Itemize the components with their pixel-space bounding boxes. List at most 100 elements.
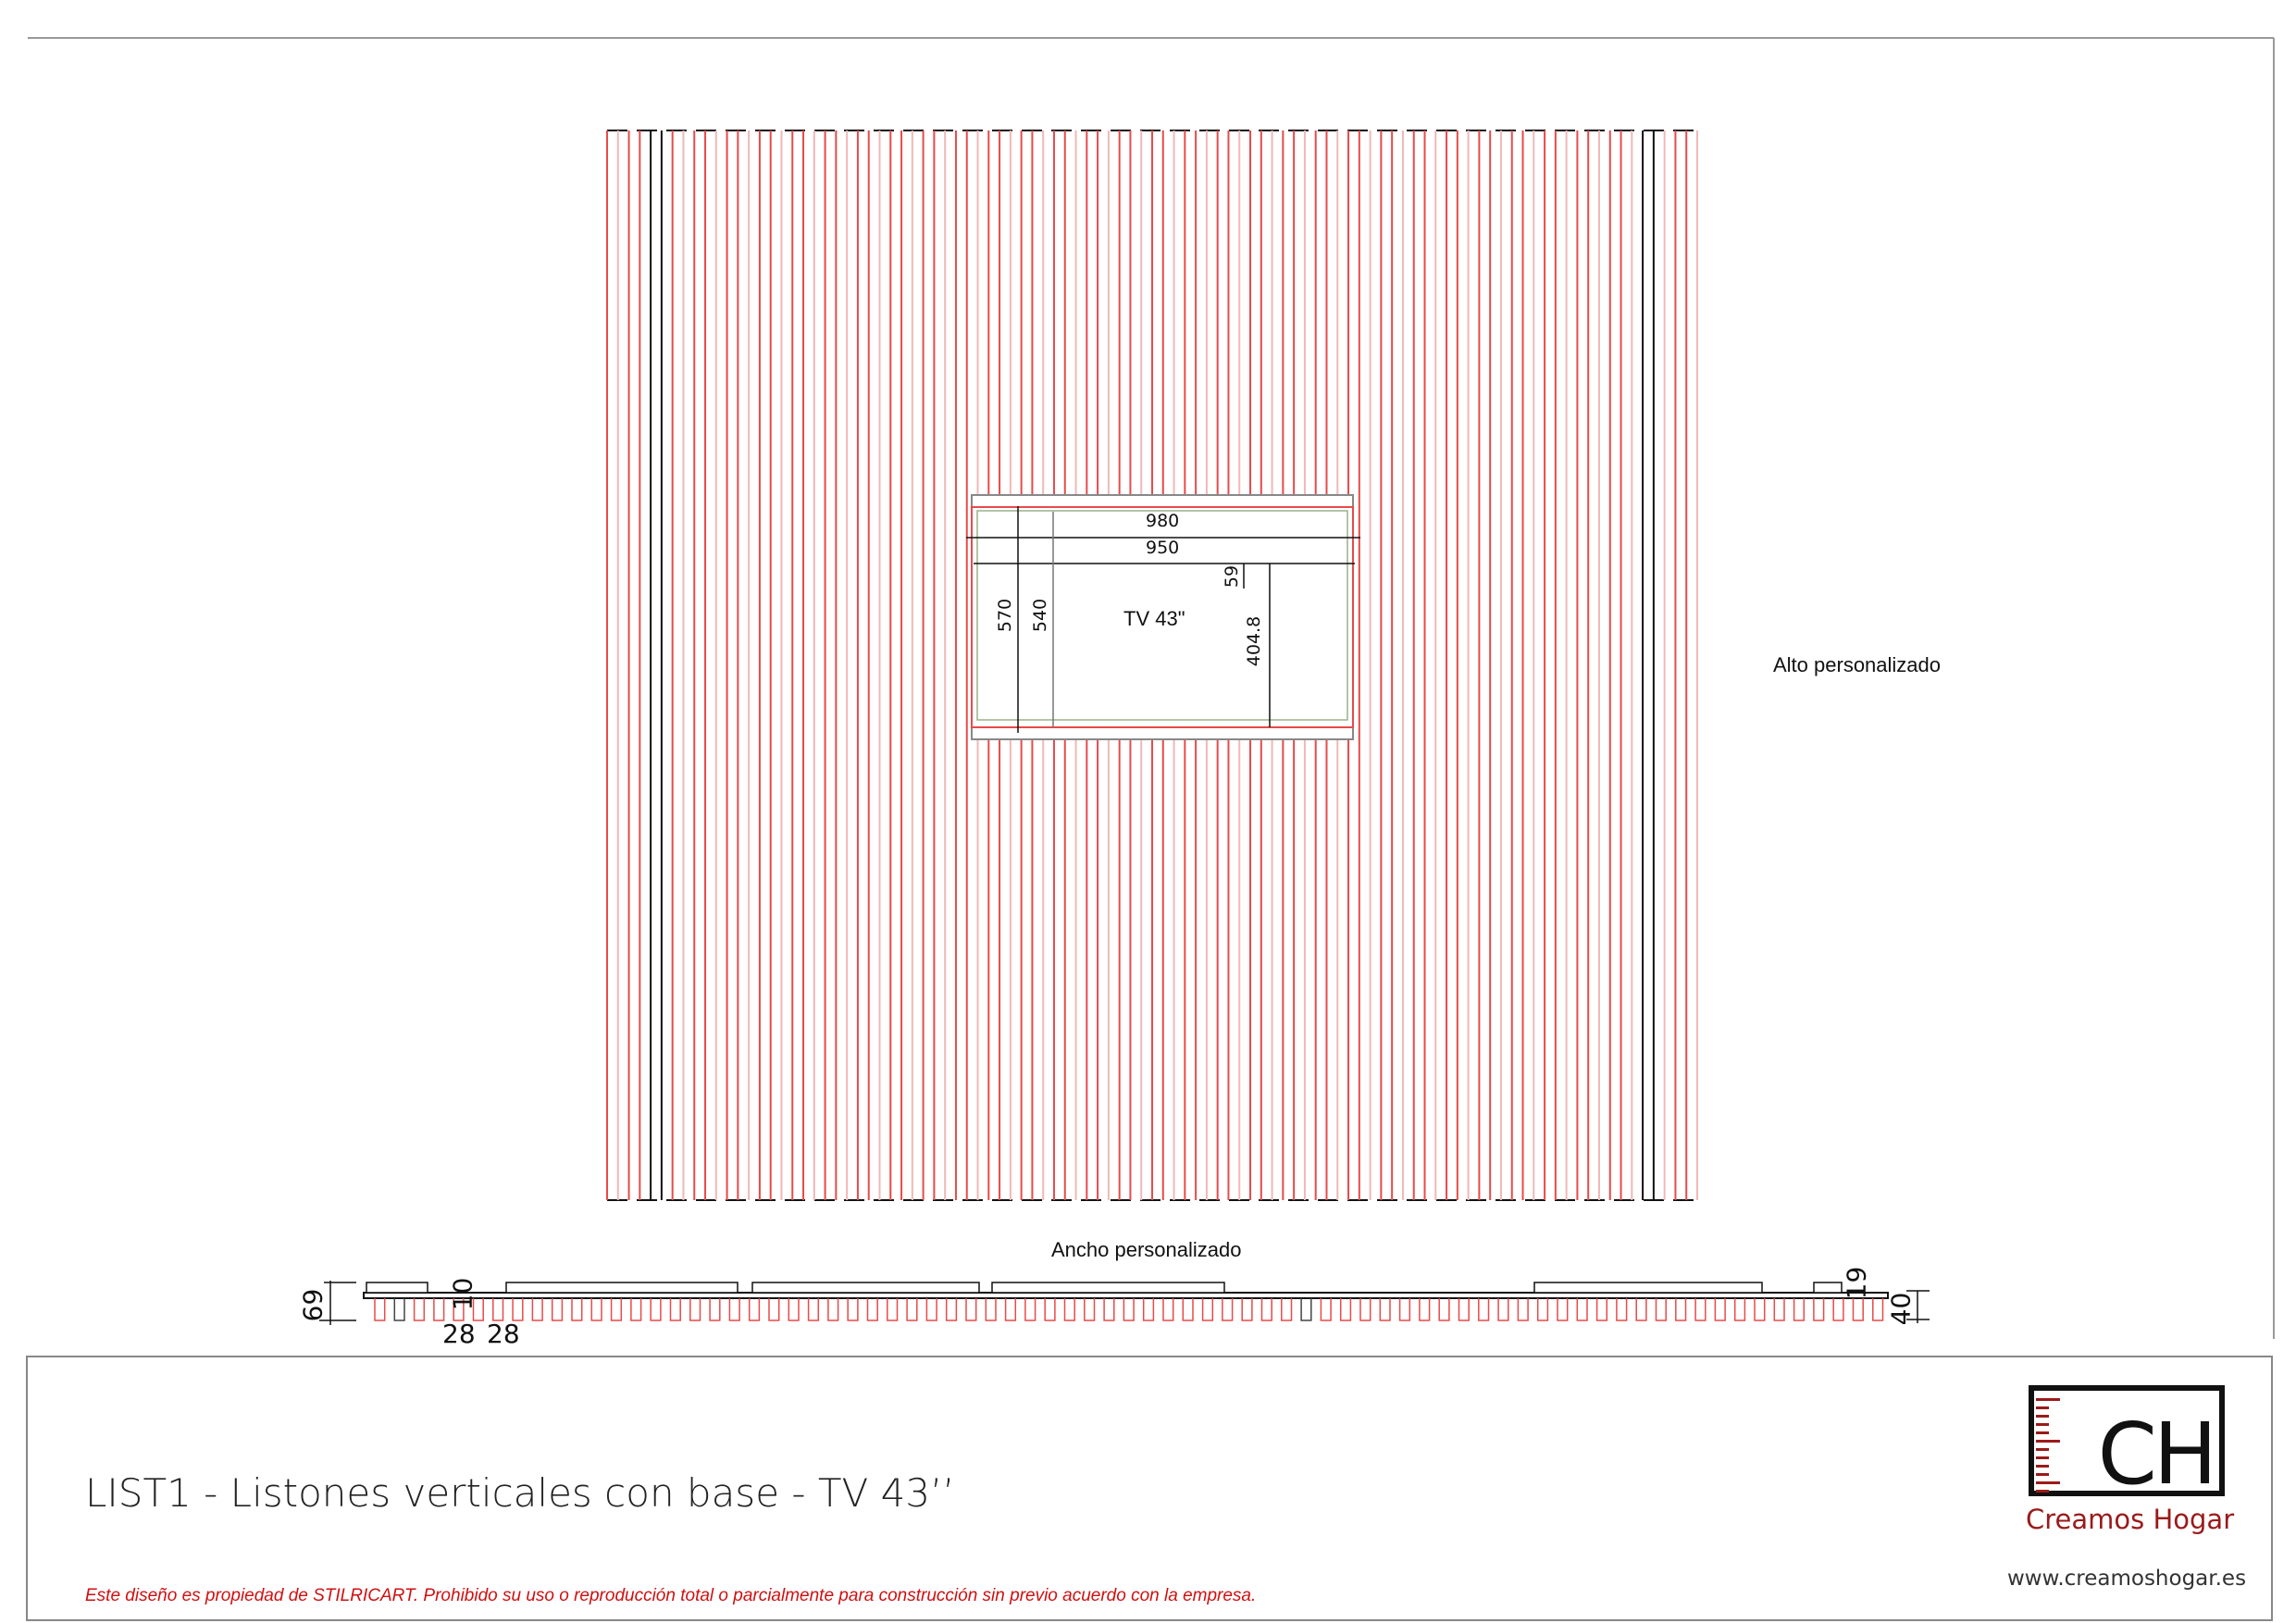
profile-slat xyxy=(1576,1298,1588,1321)
profile-slat xyxy=(1616,1298,1628,1321)
profile-slat xyxy=(1458,1298,1470,1321)
profile-slat xyxy=(1733,1298,1746,1321)
profile-slat xyxy=(1478,1298,1490,1321)
top-board xyxy=(991,1282,1225,1294)
profile-slat xyxy=(1260,1298,1272,1321)
profile-slat xyxy=(1517,1298,1529,1321)
dim-board-thickness: 19 xyxy=(1841,1266,1872,1300)
base-board xyxy=(363,1292,1889,1299)
ruler-tick xyxy=(2036,1456,2049,1459)
profile-slat xyxy=(866,1298,878,1321)
profile-slat xyxy=(1103,1298,1115,1321)
profile-slat xyxy=(1813,1298,1825,1321)
dim-outer-height: 570 xyxy=(995,598,1016,633)
profile-slat xyxy=(728,1298,740,1321)
profile-slat xyxy=(1300,1298,1312,1321)
profile-slat xyxy=(393,1298,405,1321)
dim-top-offset: 59 xyxy=(1222,564,1243,588)
dim-base-thickness: 10 xyxy=(447,1277,478,1311)
copyright-disclaimer: Este diseño es propiedad de STILRICART. … xyxy=(85,1586,1257,1605)
profile-slat xyxy=(1773,1298,1785,1321)
profile-slat xyxy=(807,1298,820,1321)
profile-slat xyxy=(571,1298,583,1321)
height-label: Alto personalizado xyxy=(1773,653,1942,676)
profile-slat xyxy=(748,1298,761,1321)
profile-slat xyxy=(1379,1298,1391,1321)
profile-slat xyxy=(1024,1298,1036,1321)
profile-slat xyxy=(1123,1298,1135,1321)
profile-section xyxy=(363,1282,1889,1321)
profile-slat xyxy=(1142,1298,1155,1321)
profile-slat xyxy=(1438,1298,1450,1321)
profile-slat xyxy=(1635,1298,1647,1321)
profile-slat xyxy=(1497,1298,1509,1321)
top-board xyxy=(366,1282,428,1294)
profile-slat xyxy=(453,1298,465,1321)
profile-slat xyxy=(1222,1298,1234,1321)
ruler-tick xyxy=(2036,1481,2060,1484)
top-board xyxy=(505,1282,738,1294)
profile-slat xyxy=(1004,1298,1017,1321)
profile-slat xyxy=(1084,1298,1096,1321)
drawing-title: LIST1 - Listones verticales con base - T… xyxy=(85,1470,955,1516)
profile-slat xyxy=(1063,1298,1075,1321)
ruler-tick xyxy=(2036,1440,2060,1443)
brand-name: Creamos Hogar xyxy=(2026,1504,2235,1535)
title-block: LIST1 - Listones verticales con base - T… xyxy=(26,1356,2273,1621)
profile-slat xyxy=(1162,1298,1174,1321)
profile-slat xyxy=(1419,1298,1431,1321)
dim-inner-width: 950 xyxy=(1146,538,1180,558)
profile-slat xyxy=(1655,1298,1667,1321)
profile-slat xyxy=(610,1298,623,1321)
profile-slat xyxy=(768,1298,780,1321)
profile-slat xyxy=(1595,1298,1608,1321)
profile-slat xyxy=(374,1298,386,1321)
dim-slat-width: 28 xyxy=(442,1319,476,1349)
profile-slat xyxy=(788,1298,800,1321)
profile-slat xyxy=(1398,1298,1411,1321)
ruler-tick xyxy=(2036,1415,2049,1418)
width-label: Ancho personalizado xyxy=(1051,1238,1242,1261)
dim-slat-depth: 40 xyxy=(1885,1292,1917,1326)
profile-slat xyxy=(551,1298,564,1321)
tv-cutout xyxy=(966,494,1360,740)
profile-slat xyxy=(472,1298,484,1321)
website-link[interactable]: www.creamoshogar.es xyxy=(2007,1567,2247,1591)
profile-slat xyxy=(985,1298,997,1321)
ruler-tick xyxy=(2036,1465,2049,1468)
dim-outer-width: 980 xyxy=(1146,511,1180,531)
profile-dimension-lines xyxy=(319,1281,1930,1325)
top-board xyxy=(1533,1282,1763,1294)
dim-inner-height: 540 xyxy=(1030,598,1051,633)
profile-slat xyxy=(1852,1298,1864,1321)
profile-slat xyxy=(827,1298,839,1321)
ruler-tick xyxy=(2036,1423,2049,1426)
profile-slat xyxy=(1320,1298,1332,1321)
profile-slat xyxy=(650,1298,662,1321)
dim-screen-height: 404.8 xyxy=(1244,615,1265,667)
profile-slat xyxy=(1201,1298,1214,1321)
profile-slat xyxy=(887,1298,899,1321)
profile-slat xyxy=(1714,1298,1726,1321)
ruler-tick xyxy=(2036,1490,2049,1493)
vertical-slats-elevation xyxy=(606,130,1698,1201)
profile-slat xyxy=(847,1298,859,1321)
ruler-tick xyxy=(2036,1473,2049,1476)
logo-letters: CH xyxy=(2097,1405,2217,1504)
profile-slat xyxy=(1754,1298,1766,1321)
profile-slat xyxy=(1675,1298,1687,1321)
profile-slat xyxy=(492,1298,504,1321)
profile-slat xyxy=(1832,1298,1844,1321)
profile-slat xyxy=(669,1298,681,1321)
profile-slat xyxy=(925,1298,937,1321)
creamos-hogar-logo: CH xyxy=(2029,1385,2225,1504)
top-board xyxy=(1813,1282,1843,1294)
dim-gap-width: 28 xyxy=(487,1319,520,1349)
profile-slat xyxy=(709,1298,721,1321)
profile-slat xyxy=(906,1298,918,1321)
profile-slat xyxy=(531,1298,543,1321)
profile-slat xyxy=(1872,1298,1884,1321)
profile-slat xyxy=(965,1298,977,1321)
ruler-tick xyxy=(2036,1406,2049,1409)
